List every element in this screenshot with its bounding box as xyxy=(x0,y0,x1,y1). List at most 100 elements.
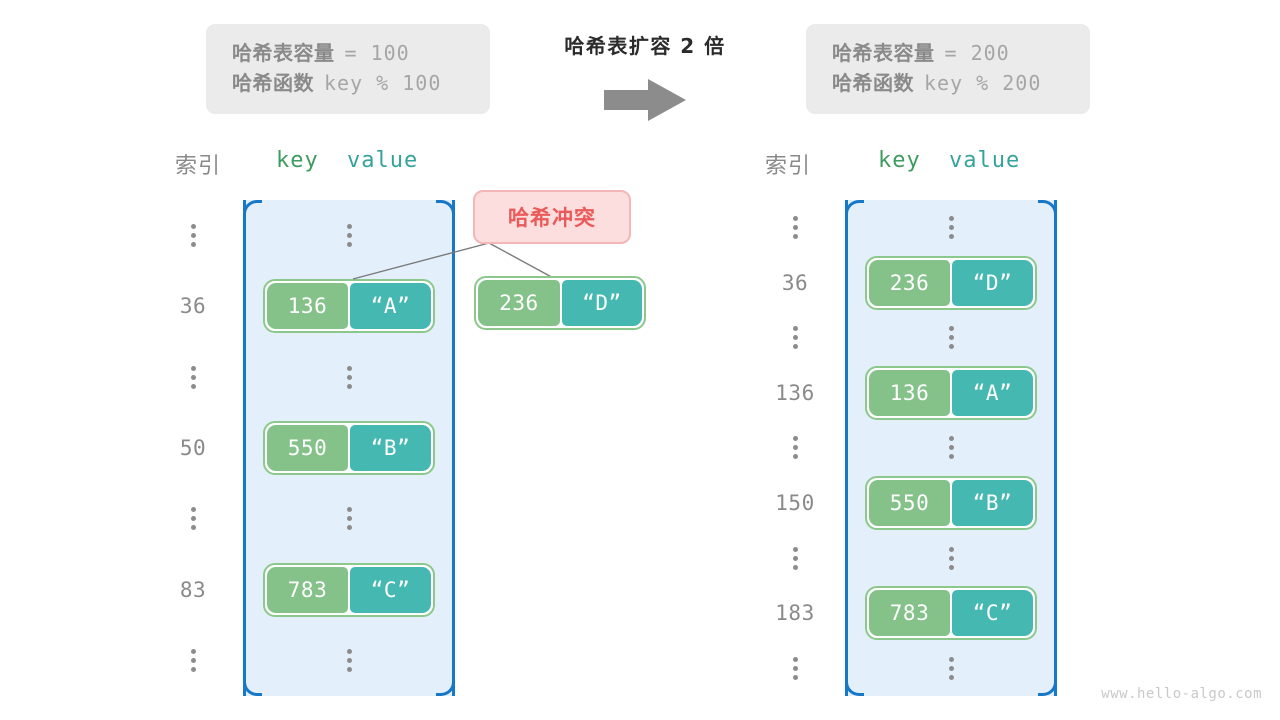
index-label: 50 xyxy=(179,435,207,460)
pair-value: “D” xyxy=(952,259,1033,306)
ellipsis-icon xyxy=(190,365,196,389)
key-value-pair[interactable]: 136“A” xyxy=(865,365,1037,420)
index-label: 136 xyxy=(775,380,815,405)
pair-key: 550 xyxy=(869,480,950,527)
after-table-corner-bl xyxy=(845,677,864,696)
index-label-ellipsis xyxy=(153,200,233,271)
before-value-header: value xyxy=(347,148,419,173)
ellipsis-icon xyxy=(948,216,954,240)
after-capacity-value: = 200 xyxy=(944,41,1010,65)
ellipsis-icon xyxy=(948,546,954,570)
ellipsis-icon xyxy=(346,365,352,389)
before-function-label: 哈希函数 xyxy=(232,71,314,95)
table-row-ellipsis xyxy=(845,310,1057,365)
key-value-pair[interactable]: 550“B” xyxy=(263,420,435,475)
table-row-ellipsis xyxy=(243,200,455,271)
ellipsis-icon xyxy=(792,326,798,350)
index-label-ellipsis xyxy=(153,483,233,554)
index-label-ellipsis xyxy=(153,342,233,413)
key-value-pair[interactable]: 783“C” xyxy=(263,562,435,617)
after-capacity-label: 哈希表容量 xyxy=(832,41,935,65)
table-row[interactable]: 550“B” xyxy=(845,476,1057,531)
table-row-ellipsis xyxy=(243,483,455,554)
before-table-corner-tr xyxy=(436,200,455,219)
before-capacity-line: 哈希表容量 = 100 xyxy=(232,38,464,68)
after-function-value: key % 200 xyxy=(924,71,1042,95)
pair-value: “C” xyxy=(350,566,431,613)
ellipsis-icon xyxy=(346,507,352,531)
watermark: www.hello-algo.com xyxy=(1101,686,1262,702)
collided-entry[interactable]: 236 “D” xyxy=(474,276,646,330)
index-label-ellipsis xyxy=(153,625,233,696)
before-table-corner-bl xyxy=(243,677,262,696)
after-index-header: 索引 xyxy=(764,154,811,179)
pair-value: “A” xyxy=(350,283,431,330)
ellipsis-icon xyxy=(792,216,798,240)
before-function-line: 哈希函数 key % 100 xyxy=(232,68,464,98)
index-label: 83 xyxy=(179,577,207,602)
ellipsis-icon xyxy=(948,436,954,460)
collided-entry-key: 236 xyxy=(478,280,560,326)
table-row[interactable]: 550“B” xyxy=(243,413,455,484)
after-capacity-line: 哈希表容量 = 200 xyxy=(832,38,1064,68)
after-table-corner-tl xyxy=(845,200,864,219)
before-key-header: key xyxy=(276,148,319,173)
table-row-ellipsis xyxy=(845,641,1057,696)
ellipsis-icon xyxy=(792,656,798,680)
index-label: 150 xyxy=(775,491,815,516)
before-capacity-value: = 100 xyxy=(344,41,410,65)
before-info-box: 哈希表容量 = 100 哈希函数 key % 100 xyxy=(206,24,490,114)
pair-key: 783 xyxy=(267,566,348,613)
table-row[interactable]: 136“A” xyxy=(845,365,1057,420)
collided-entry-value: “D” xyxy=(561,280,642,326)
pair-key: 136 xyxy=(267,283,348,330)
key-value-pair[interactable]: 783“C” xyxy=(865,586,1037,641)
ellipsis-icon xyxy=(190,649,196,673)
ellipsis-icon xyxy=(792,546,798,570)
index-label-ellipsis xyxy=(755,420,835,475)
after-table-border-right xyxy=(1054,200,1057,696)
pair-value: “A” xyxy=(952,369,1033,416)
pair-value: “C” xyxy=(952,590,1033,637)
ellipsis-icon xyxy=(346,223,352,247)
after-value-header: value xyxy=(949,148,1021,173)
ellipsis-icon xyxy=(190,223,196,247)
key-value-pair[interactable]: 236“D” xyxy=(865,255,1037,310)
before-hash-table: 136“A” 550“B” 783“C” xyxy=(243,200,455,696)
table-row-ellipsis xyxy=(845,420,1057,475)
collision-badge: 哈希冲突 xyxy=(473,190,631,244)
index-label: 183 xyxy=(775,601,815,626)
ellipsis-icon xyxy=(346,649,352,673)
before-table-corner-br xyxy=(436,677,455,696)
before-capacity-label: 哈希表容量 xyxy=(232,41,335,65)
pair-key: 236 xyxy=(869,259,950,306)
before-function-value: key % 100 xyxy=(324,71,442,95)
pair-value: “B” xyxy=(350,424,431,471)
table-row-ellipsis xyxy=(845,200,1057,255)
after-table-corner-tr xyxy=(1038,200,1057,219)
table-row[interactable]: 783“C” xyxy=(845,586,1057,641)
table-row[interactable]: 236“D” xyxy=(845,255,1057,310)
index-label-ellipsis xyxy=(755,531,835,586)
before-table-corner-tl xyxy=(243,200,262,219)
after-table-corner-br xyxy=(1038,677,1057,696)
after-info-box: 哈希表容量 = 200 哈希函数 key % 200 xyxy=(806,24,1090,114)
before-table-border-right xyxy=(452,200,455,696)
diagram-title: 哈希表扩容 2 倍 xyxy=(564,34,726,58)
before-table-border-left xyxy=(243,200,246,696)
pair-value: “B” xyxy=(952,480,1033,527)
table-row[interactable]: 783“C” xyxy=(243,554,455,625)
ellipsis-icon xyxy=(948,656,954,680)
key-value-pair[interactable]: 550“B” xyxy=(865,476,1037,531)
before-index-header: 索引 xyxy=(174,154,221,179)
after-function-line: 哈希函数 key % 200 xyxy=(832,68,1064,98)
index-label-ellipsis xyxy=(755,641,835,696)
table-row-ellipsis xyxy=(243,342,455,413)
table-row[interactable]: 136“A” xyxy=(243,271,455,342)
ellipsis-icon xyxy=(792,436,798,460)
pair-key: 136 xyxy=(869,369,950,416)
key-value-pair[interactable]: 136“A” xyxy=(263,279,435,334)
after-table-border-left xyxy=(845,200,848,696)
index-label: 36 xyxy=(179,294,207,319)
